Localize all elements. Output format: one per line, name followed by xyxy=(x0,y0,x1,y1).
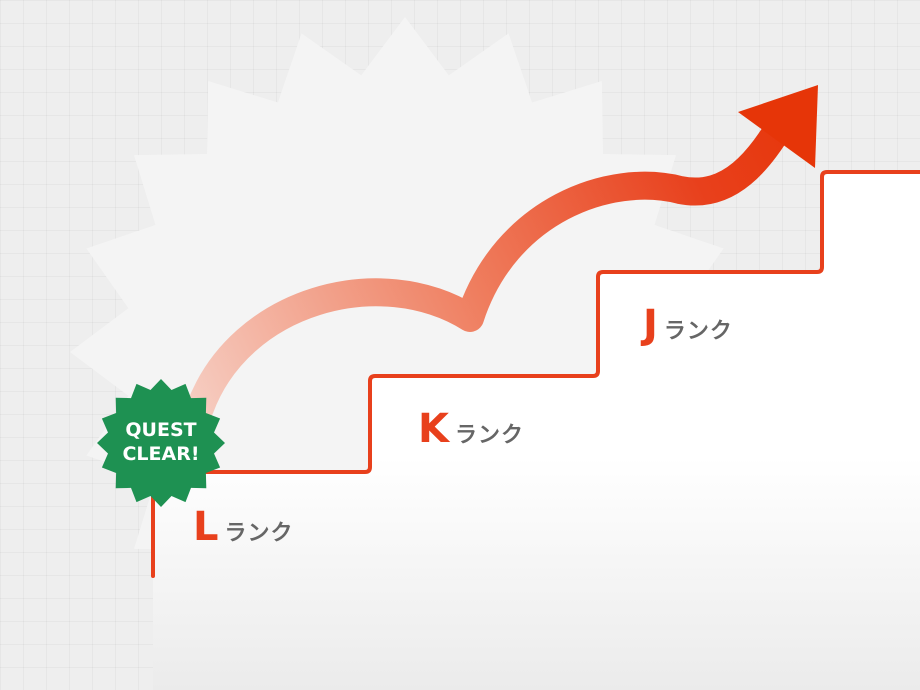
badge-line-1: QUEST xyxy=(125,419,197,442)
growth-arrow-head xyxy=(738,85,818,168)
growth-arrow-shaft xyxy=(186,104,799,422)
rank-label-l: L ランク xyxy=(193,507,294,547)
rank-letter-l: L xyxy=(193,504,219,550)
staircase-fill xyxy=(153,172,920,690)
rank-suffix-k: ランク xyxy=(455,423,525,448)
quest-clear-badge: QUEST CLEAR! xyxy=(96,378,226,508)
rank-suffix-j: ランク xyxy=(663,319,733,344)
badge-text: QUEST CLEAR! xyxy=(96,378,226,508)
rank-letter-j: J xyxy=(643,302,658,348)
rank-label-j: J ランク xyxy=(643,305,733,345)
rank-letter-k: K xyxy=(418,406,449,452)
staircase-outline xyxy=(151,170,920,578)
badge-line-2: CLEAR! xyxy=(122,443,200,465)
rank-label-k: K ランク xyxy=(418,409,524,449)
rank-suffix-l: ランク xyxy=(224,521,294,546)
badge-seal-shape xyxy=(97,379,225,507)
